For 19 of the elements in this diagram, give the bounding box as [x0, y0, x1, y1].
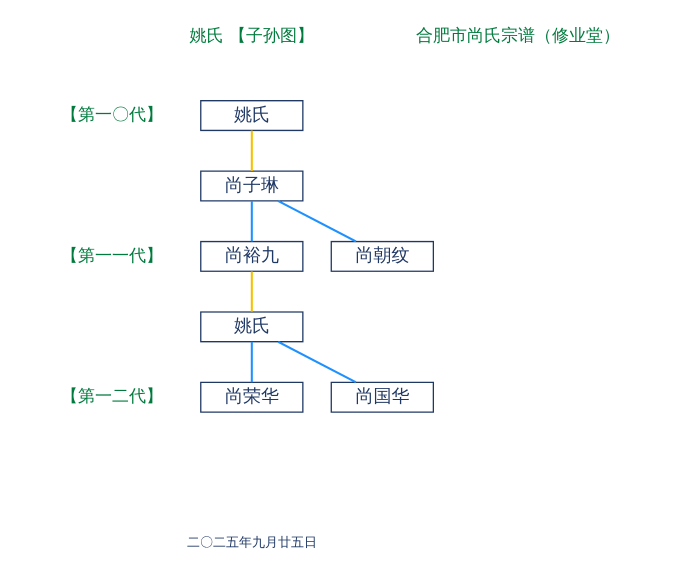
node-box: 尚子琳: [200, 170, 304, 202]
node-box: 姚氏: [200, 100, 304, 132]
node-box: 尚荣华: [200, 382, 304, 413]
label: 姚氏 【子孙图】: [190, 25, 314, 46]
connector: [250, 271, 253, 312]
label: 【第一〇代】: [61, 104, 164, 124]
connector: [250, 342, 253, 382]
connector: [250, 201, 253, 242]
label: 【第一二代】: [61, 386, 164, 406]
node-box: 尚裕九: [200, 240, 304, 272]
connector: [250, 130, 253, 171]
node-box: 尚国华: [330, 382, 434, 413]
connector: [278, 200, 356, 242]
node-box: 尚朝纹: [330, 240, 434, 272]
label: 二〇二五年九月廿五日: [186, 535, 317, 550]
node-box: 姚氏: [200, 311, 304, 342]
label: 合肥市尚氏宗谱（修业堂）: [416, 25, 620, 46]
label: 【第一一代】: [61, 244, 164, 265]
connector: [278, 340, 356, 384]
